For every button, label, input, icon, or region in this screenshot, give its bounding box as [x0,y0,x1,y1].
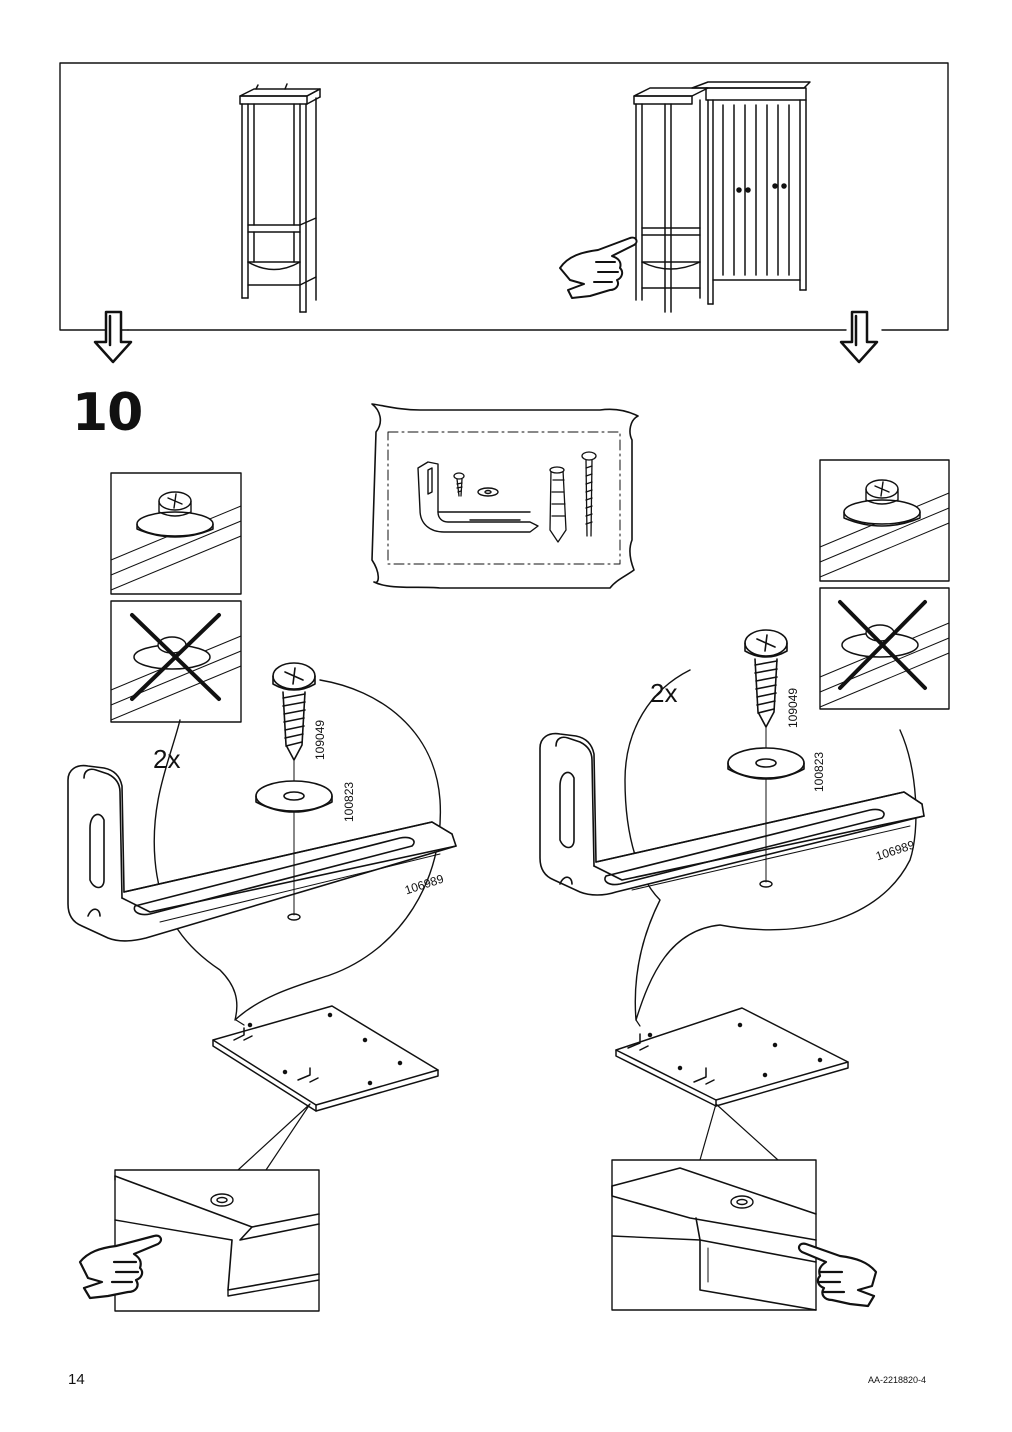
correct-washer-detail [110,472,242,595]
pointing-hand-icon [559,236,638,299]
correct-washer-detail [819,459,950,582]
detail-callout [624,669,917,1021]
screw-icon [453,472,465,497]
wall-plug-icon [549,466,567,543]
cabinet-combination-illustration [633,81,811,313]
washer-icon [727,747,805,780]
hole-marker [759,880,773,888]
overview-frame [59,62,949,331]
incorrect-washer-detail [819,587,950,710]
washer-icon [477,487,499,497]
washer-hole [484,489,492,495]
screw-icon [581,451,597,537]
pointing-hand-icon [78,1234,163,1300]
screw-part-number: 109049 [786,687,800,728]
quantity-label: 2x [153,744,181,774]
pointing-hand-icon [797,1242,878,1308]
hole-marker [287,913,301,921]
screw-part-number: 109049 [313,719,327,760]
glass-cabinet-illustration [239,83,321,313]
cabinet-top-panel [212,1005,439,1112]
document-code: AA-2218820-4 [868,1375,927,1385]
page-number: 14 [68,1371,85,1388]
incorrect-washer-detail [110,600,242,723]
edge-detail-right [611,1159,817,1311]
quantity-label: 2x [650,678,678,708]
washer-icon [255,780,333,813]
washer-part-number: 100823 [342,781,356,822]
bracket-icon [539,732,925,896]
detail-callout [153,679,442,1021]
down-arrow-icon [839,310,879,364]
step-number: 10 [72,383,143,443]
washer-part-number: 100823 [812,751,826,792]
cross-icon [130,613,221,701]
screw-icon [744,629,788,728]
cabinet-top-panel [615,1007,849,1107]
bracket-icon [417,461,539,533]
hardware-bag [371,403,639,589]
screw-icon [272,662,316,761]
down-arrow-icon [93,310,133,364]
bracket-icon [67,764,457,942]
cross-icon [838,600,927,690]
